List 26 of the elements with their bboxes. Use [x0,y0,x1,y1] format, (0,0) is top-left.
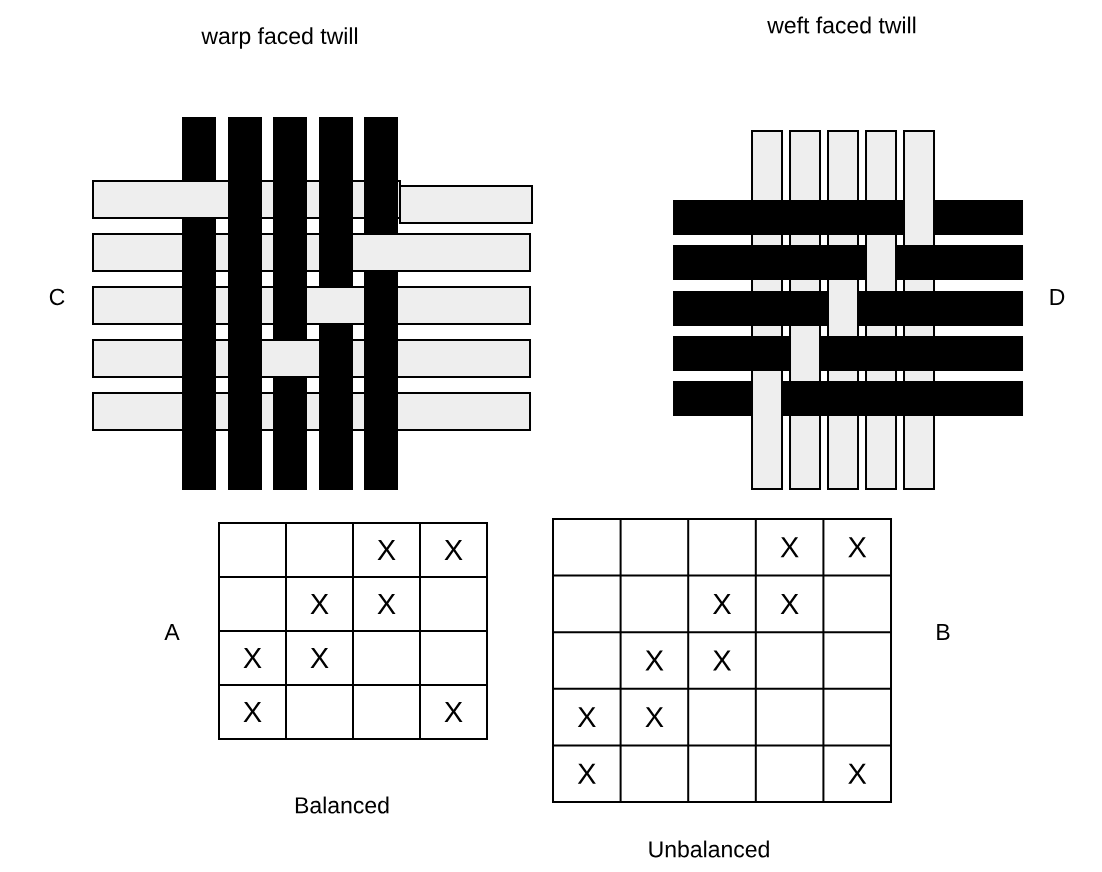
cross-mark: X [645,707,664,728]
figure-letter: C [49,288,65,306]
cross-mark: X [848,763,867,784]
figure-letter: A [164,624,180,640]
drawing-title: weft faced twill [767,16,916,34]
cross-mark: X [243,702,262,722]
cross-mark: X [444,540,463,560]
drawing-title: warp faced twill [201,27,358,49]
cross-mark: X [377,594,396,614]
cross-mark: X [848,537,867,558]
figure-letter: B [937,624,950,640]
grid-caption: Unbalanced [649,840,769,858]
cross-mark: X [243,648,262,668]
cross-mark: X [780,537,799,558]
cross-mark: X [310,648,329,668]
cross-mark: X [645,650,664,671]
cross-mark: X [713,650,732,671]
cross-mark: X [310,594,329,614]
cross-mark: X [377,540,396,560]
cross-mark: X [780,593,799,614]
cross-mark: X [444,702,463,722]
cross-mark: X [577,763,596,784]
grid-caption: Balanced [295,796,389,814]
cross-mark: X [577,707,596,728]
figure-letter: D [1050,289,1065,305]
cross-mark: X [713,593,732,614]
